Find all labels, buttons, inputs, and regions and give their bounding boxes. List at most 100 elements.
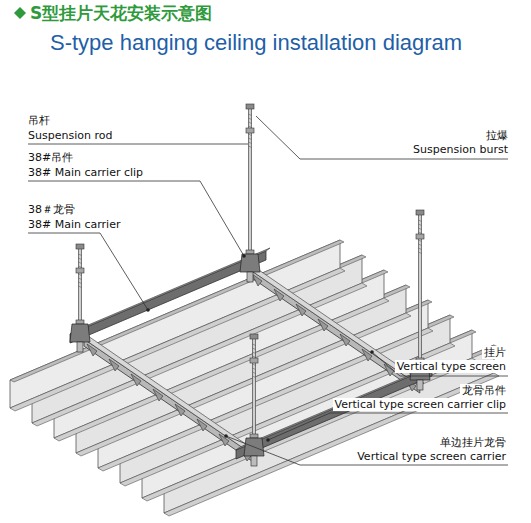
rod-thread: [78, 254, 81, 256]
carrier-frame: [70, 104, 436, 466]
leader-line: [28, 144, 248, 145]
rod-thread: [78, 262, 81, 264]
leader-lines: [28, 116, 508, 465]
leader-line: [256, 116, 508, 159]
carrier-tooth: [175, 404, 185, 416]
screen-carrier-clip: [417, 380, 423, 390]
part-name: Suspension rod: [28, 129, 112, 142]
vertical-screens: [10, 240, 499, 516]
rod-thread: [418, 224, 421, 226]
rod-thread: [252, 344, 255, 346]
expansion-anchor: [246, 104, 254, 109]
part-name: Vertical type screen carrier clip: [333, 398, 508, 411]
screen-face: [10, 240, 340, 408]
leader-line: [28, 181, 244, 256]
rod-nut: [416, 234, 424, 239]
main-carrier: [70, 251, 266, 343]
main-carrier: [70, 248, 270, 334]
carrier-tooth: [219, 434, 229, 446]
rod-thread: [252, 376, 255, 378]
part-name-zh: 拉爆: [486, 129, 508, 142]
part-name: 38# Main carrier: [28, 218, 120, 231]
part-name-zh: 38#吊件: [28, 151, 73, 164]
rod-thread: [252, 352, 255, 354]
part-name-zh: 吊杆: [28, 114, 50, 127]
rod-nut: [76, 320, 84, 324]
rod-thread: [78, 286, 81, 288]
part-name: Suspension burst: [413, 143, 508, 156]
carrier-tooth: [131, 374, 141, 386]
carrier-tooth: [296, 304, 306, 316]
rod-nut: [76, 268, 84, 273]
leader-dot: [242, 254, 246, 258]
title: S型挂片天花安装示意图: [30, 3, 212, 23]
rod-thread: [78, 258, 81, 260]
screen-carrier: [84, 339, 255, 463]
screen-carrier-clip: [247, 272, 253, 282]
screen-carrier-clip: [251, 456, 257, 466]
rod-thread: [418, 240, 421, 242]
carrier-tooth: [109, 359, 119, 371]
rod-thread: [248, 146, 251, 148]
rod-thread: [78, 274, 81, 276]
carrier-tooth: [340, 334, 350, 346]
carrier-tooth: [87, 344, 97, 356]
rod-nut: [250, 358, 258, 363]
rod-thread: [78, 266, 81, 268]
expansion-anchor: [76, 244, 84, 249]
rod-thread: [248, 126, 251, 128]
carrier-tooth: [197, 419, 207, 431]
leader-dot: [146, 308, 150, 312]
rod-thread: [418, 248, 421, 250]
part-name-zh: 挂片: [482, 346, 508, 359]
screen-carrier-clip: [77, 342, 83, 352]
suspension-rod: [252, 338, 255, 448]
rod-thread: [248, 134, 251, 136]
rod-thread: [418, 244, 421, 246]
screen-carrier: [84, 336, 259, 456]
rod-thread: [78, 278, 81, 280]
rod-thread: [418, 220, 421, 222]
expansion-anchor: [250, 334, 258, 339]
rod-thread: [248, 122, 251, 124]
part-name: Vertical type screen carrier: [355, 450, 508, 463]
rod-thread: [252, 348, 255, 350]
rod-thread: [248, 118, 251, 120]
rod-nut: [250, 434, 258, 438]
carrier-clip: [240, 254, 260, 272]
leader-line: [28, 233, 148, 310]
leader-dot: [370, 350, 374, 354]
rod-thread: [252, 368, 255, 370]
expansion-anchor: [416, 210, 424, 215]
rod-thread: [248, 142, 251, 144]
carrier-tooth: [252, 274, 262, 286]
part-name-zh: 单边挂片龙骨: [438, 436, 508, 449]
carrier-tooth: [318, 319, 328, 331]
part-name-zh: 38＃龙骨: [28, 203, 75, 216]
rod-nut: [246, 128, 254, 133]
rod-thread: [248, 114, 251, 116]
part-name-zh: 龙骨吊件: [460, 384, 508, 397]
carrier-tooth: [362, 349, 372, 361]
rod-thread: [418, 232, 421, 234]
screen-carrier: [249, 269, 420, 393]
rod-thread: [252, 372, 255, 374]
carrier-tooth: [153, 389, 163, 401]
leader-dot: [266, 438, 270, 442]
leader-line: [226, 436, 508, 465]
rod-nut: [246, 250, 254, 254]
leader-dot: [224, 434, 228, 438]
rod-thread: [418, 252, 421, 254]
subtitle: S-type hanging ceiling installation diag…: [50, 30, 462, 56]
title-bullet: [14, 7, 26, 19]
part-name: Vertical type screen: [395, 360, 508, 373]
carrier-tooth: [274, 289, 284, 301]
rod-thread: [252, 364, 255, 366]
part-name: 38# Main carrier clip: [28, 166, 143, 179]
rod-thread: [252, 356, 255, 358]
screen-lip: [10, 240, 344, 382]
leader-dots: [146, 254, 374, 442]
rod-thread: [248, 138, 251, 140]
carrier-clip: [70, 324, 90, 342]
